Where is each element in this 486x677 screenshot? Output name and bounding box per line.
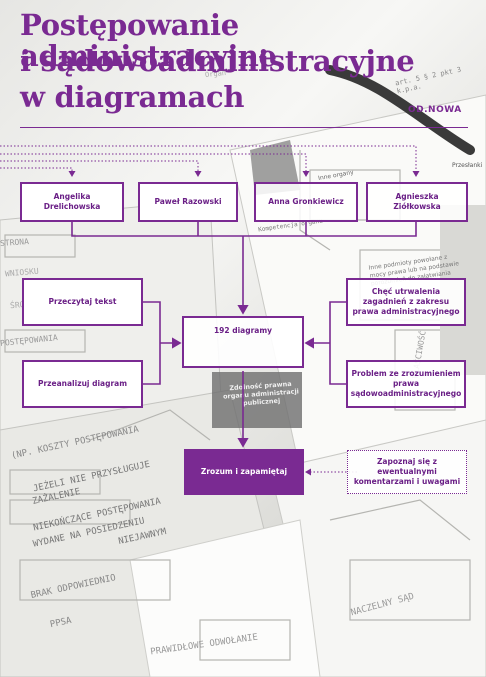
background-text: Przesłanki	[452, 162, 483, 169]
step-read-text: Przeczytaj tekst	[22, 278, 143, 326]
solid-connector	[71, 222, 417, 237]
title-line-1: Postępowanie administracyjne	[20, 8, 277, 73]
problem-court-administrative-law: Problem ze zrozumieniem prawa sądowoadmi…	[346, 360, 466, 408]
background-scribble	[349, 559, 471, 621]
dotted-connector	[0, 153, 310, 177]
dotted-connector	[0, 145, 420, 177]
paper-sheet	[129, 519, 321, 677]
background-scribble	[4, 234, 76, 258]
background-scribble	[329, 499, 471, 541]
solid-connector	[329, 301, 346, 385]
title-rule	[20, 127, 468, 128]
title-line-2: i sądowoadministracyjne	[20, 44, 415, 78]
step-analyze-diagram: Przeanalizuj diagram	[22, 360, 143, 408]
background-scribble	[299, 150, 331, 251]
author-box-ziolkowska: Agnieszka Ziółkowska	[366, 182, 468, 222]
step-understand-remember: Zrozum i zapamiętaj	[184, 449, 304, 495]
author-box-drelichowska: Angelika Drelichowska	[20, 182, 124, 222]
motivation-administrative-law: Chęć utrwalenia zagadnień z zakresu praw…	[346, 278, 466, 326]
background-scribble	[89, 409, 211, 441]
dark-sheet	[212, 372, 302, 428]
solid-connector	[143, 301, 161, 385]
step-read-comments: Zapoznaj się z ewentualnymi komentarzami…	[347, 450, 467, 494]
dotted-connector	[0, 167, 76, 177]
background-scribble	[9, 469, 101, 495]
center-192-diagrams: 192 diagramy	[182, 316, 304, 368]
author-box-razowski: Paweł Razowski	[138, 182, 238, 222]
solid-lines	[71, 222, 417, 448]
pen-shadow	[325, 65, 475, 155]
author-box-gronkiewicz: Anna Gronkiewicz	[254, 182, 358, 222]
background-scribble	[9, 499, 131, 525]
dotted-connector	[0, 160, 202, 177]
publisher-logo: OD.NOWA	[408, 105, 462, 115]
background-scribble	[19, 559, 171, 601]
background-scribble	[4, 329, 86, 353]
background-scribble	[199, 619, 291, 661]
title-line-3: w diagramach	[20, 80, 245, 114]
